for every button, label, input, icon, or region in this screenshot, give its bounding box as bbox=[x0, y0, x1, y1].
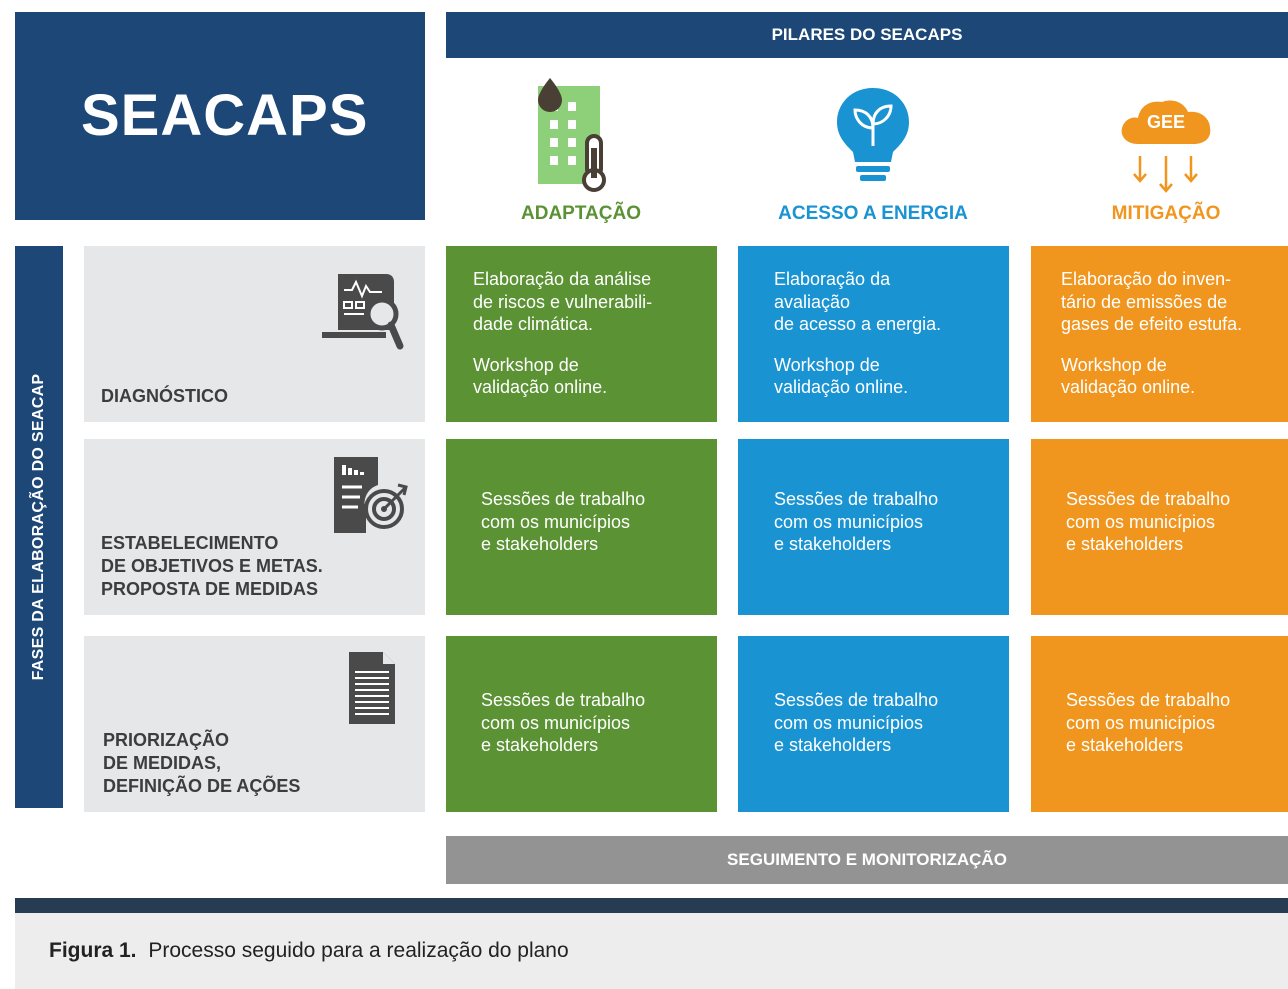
brand-block: SEACAPS bbox=[15, 12, 425, 220]
cell-objetivos-energia: Sessões de trabalho com os municípios e … bbox=[738, 439, 1009, 615]
cell-diagnostico-mitigacao: Elaboração do inven- tário de emissões d… bbox=[1031, 246, 1288, 422]
document-target-icon bbox=[334, 457, 408, 533]
cell-objetivos-adaptacao: Sessões de trabalho com os municípios e … bbox=[446, 439, 717, 615]
phase-box-objetivos: ESTABELECIMENTO DE OBJETIVOS E METAS. PR… bbox=[84, 439, 425, 615]
document-icon bbox=[349, 652, 395, 724]
cell-diagnostico-energia: Elaboração da avaliação de acesso a ener… bbox=[738, 246, 1009, 422]
caption-text: Processo seguido para a realização do pl… bbox=[148, 939, 569, 962]
cell-priorizacao-energia: Sessões de trabalho com os municípios e … bbox=[738, 636, 1009, 812]
pillars-header: PILARES DO SEACAPS bbox=[446, 12, 1288, 58]
phase-box-priorizacao: PRIORIZAÇÃO DE MEDIDAS, DEFINIÇÃO DE AÇÕ… bbox=[84, 636, 425, 812]
cell-priorizacao-mitigacao: Sessões de trabalho com os municípios e … bbox=[1031, 636, 1288, 812]
pillar-label-adaptacao: ADAPTAÇÃO bbox=[521, 203, 641, 224]
figure-caption: Figura 1. Processo seguido para a realiz… bbox=[49, 939, 569, 963]
phase-label-diagnostico: DIAGNÓSTICO bbox=[101, 386, 229, 406]
caption-label: Figura 1. bbox=[49, 939, 137, 962]
building-thermometer-icon bbox=[538, 78, 606, 192]
pillar-label-acesso-energia: ACESSO A ENERGIA bbox=[778, 203, 968, 224]
phase-label-priorizacao: PRIORIZAÇÃO DE MEDIDAS, DEFINIÇÃO DE AÇÕ… bbox=[103, 730, 301, 796]
lightbulb-plant-icon bbox=[837, 88, 909, 181]
report-magnifier-icon bbox=[322, 274, 404, 350]
pillar-label-mitigacao: MITIGAÇÃO bbox=[1111, 203, 1221, 224]
monitoring-bar: SEGUIMENTO E MONITORIZAÇÃO bbox=[446, 836, 1288, 884]
cell-objetivos-mitigacao: Sessões de trabalho com os municípios e … bbox=[1031, 439, 1288, 615]
bottom-divider bbox=[15, 898, 1288, 913]
phase-label-objetivos: ESTABELECIMENTO DE OBJETIVOS E METAS. PR… bbox=[101, 533, 323, 599]
brand-title: SEACAPS bbox=[81, 83, 369, 148]
cell-priorizacao-adaptacao: Sessões de trabalho com os municípios e … bbox=[446, 636, 717, 812]
cell-diagnostico-adaptacao: Elaboração da análise de riscos e vulner… bbox=[446, 246, 717, 422]
cloud-emissions-icon: GEE bbox=[1121, 100, 1211, 193]
caption-area: Figura 1. Processo seguido para a realiz… bbox=[15, 913, 1288, 989]
cloud-icon-text: GEE bbox=[1147, 112, 1185, 132]
phases-title: FASES DA ELABORAÇÃO DO SEACAP bbox=[30, 373, 47, 681]
phases-bar: FASES DA ELABORAÇÃO DO SEACAP bbox=[15, 246, 63, 808]
phase-box-diagnostico: DIAGNÓSTICO bbox=[84, 246, 425, 422]
